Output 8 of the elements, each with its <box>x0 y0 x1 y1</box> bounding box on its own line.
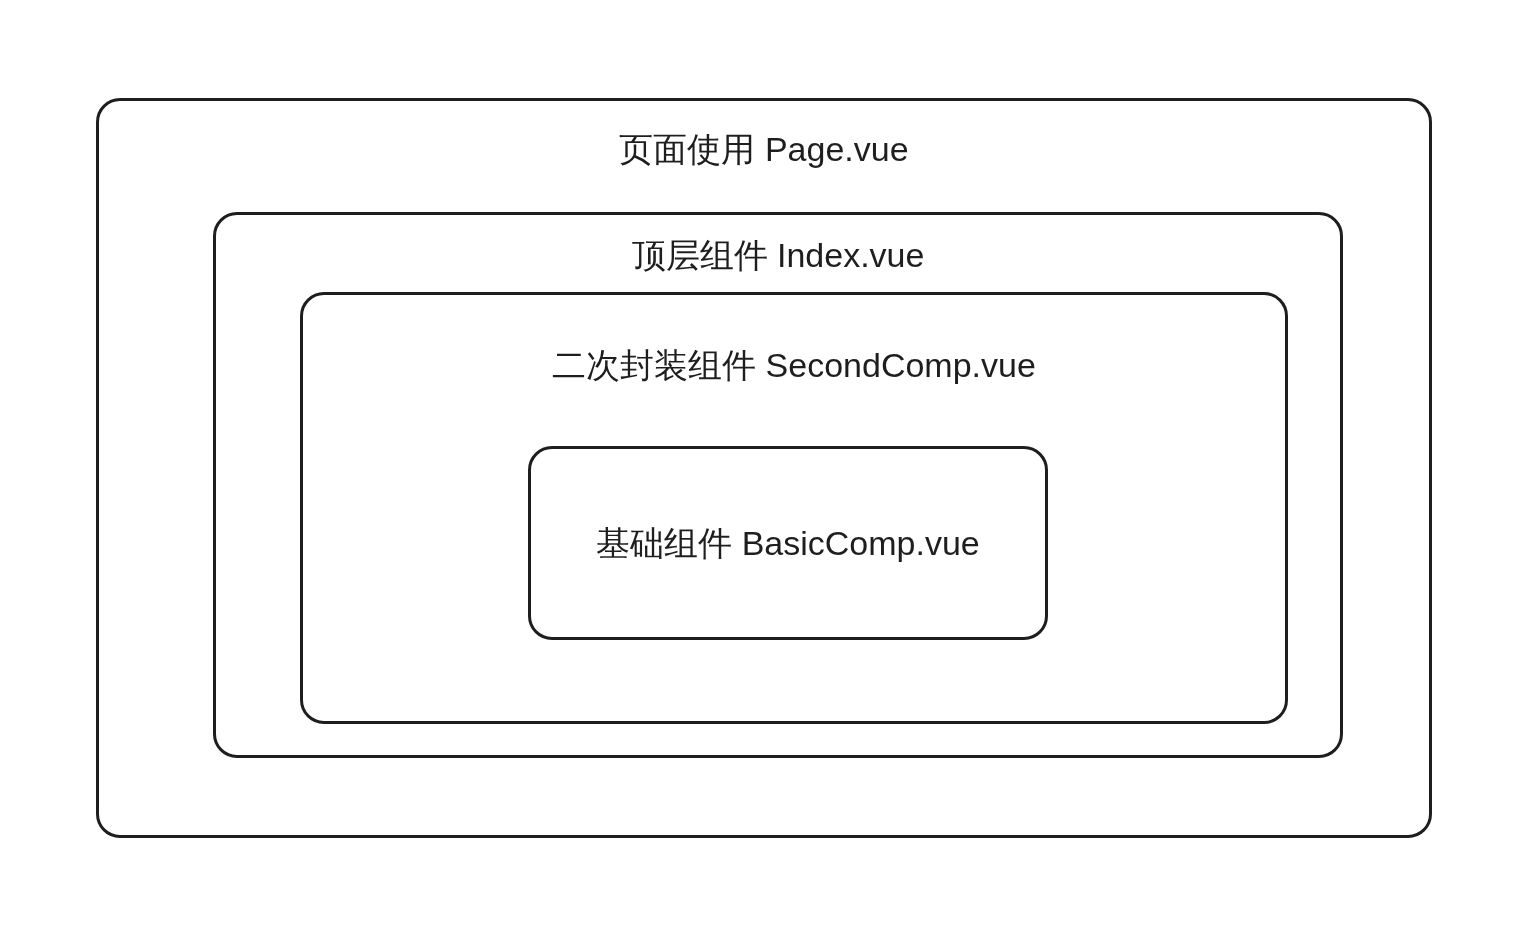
box-title: 基础组件 BasicComp.vue <box>596 523 980 564</box>
container-box <box>300 292 1288 724</box>
container-box <box>528 446 1048 640</box>
box-title: 二次封装组件 SecondComp.vue <box>552 345 1036 386</box>
container-box <box>213 212 1343 758</box>
box-title: 顶层组件 Index.vue <box>631 235 925 276</box>
container-box <box>96 98 1432 838</box>
box-title: 页面使用 Page.vue <box>619 129 909 170</box>
